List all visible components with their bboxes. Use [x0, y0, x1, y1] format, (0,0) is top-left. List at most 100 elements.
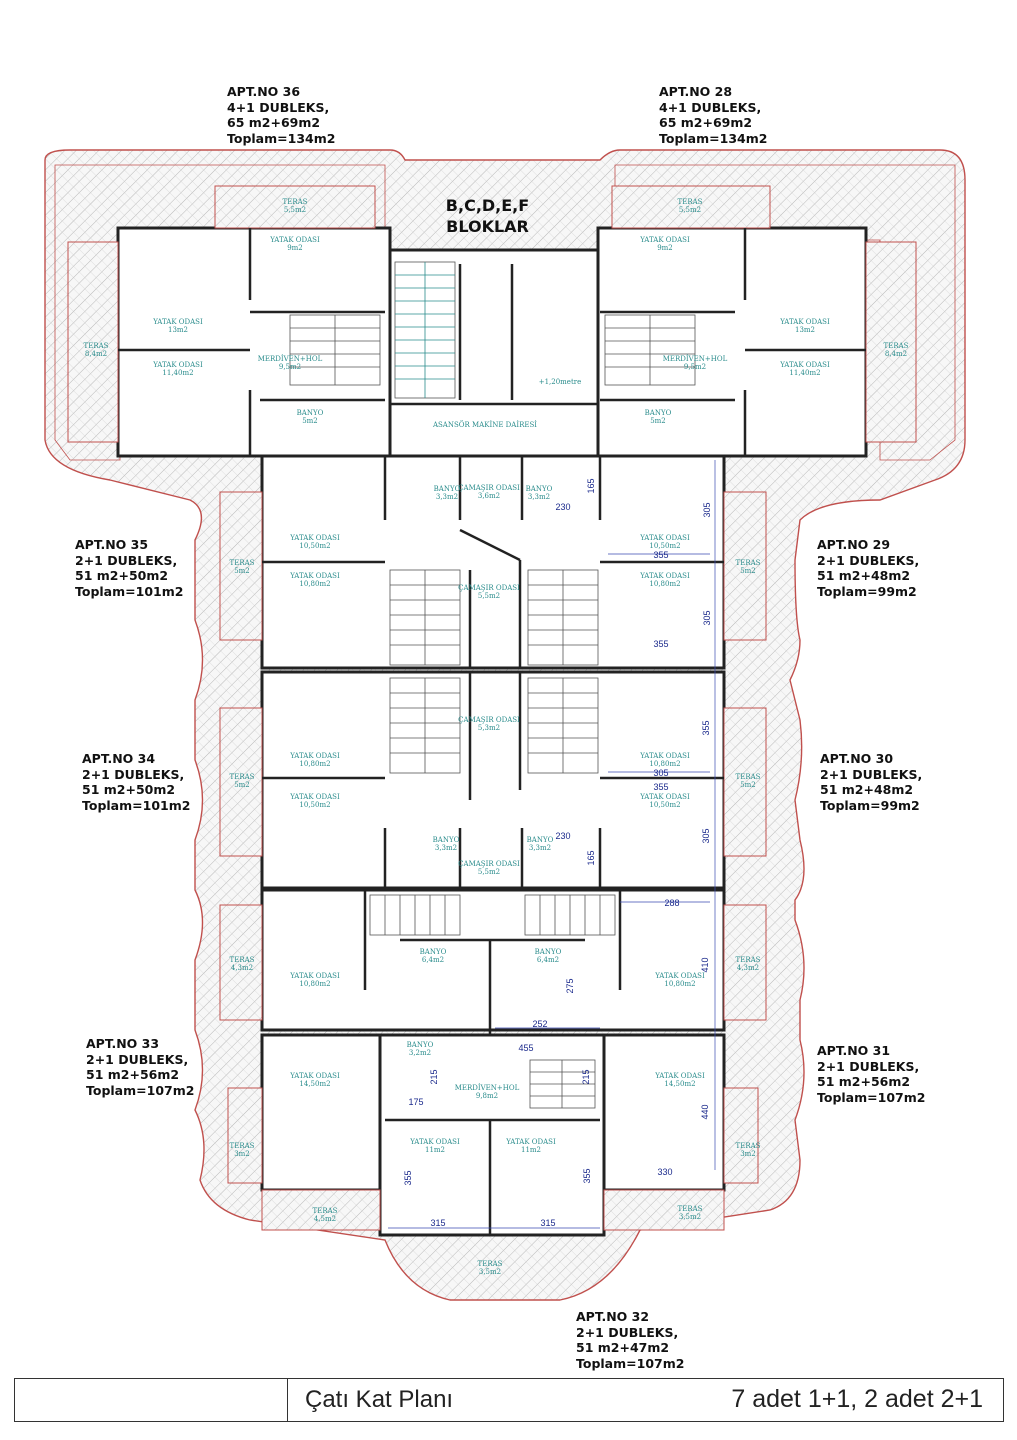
dimension-label: 215: [581, 1069, 591, 1084]
dimension-label: 315: [430, 1218, 445, 1228]
staircases: [289, 261, 696, 1109]
apartment-areas: 65 m2+69m2: [227, 115, 321, 130]
apartment-label-35: APT.NO 35 2+1 DUBLEKS, 51 m2+50m2 Toplam…: [75, 537, 183, 599]
drawing-title: Çatı Kat Planı: [305, 1386, 454, 1413]
apartment-areas: 51 m2+56m2: [817, 1074, 911, 1089]
apartment-areas: 51 m2+47m2: [576, 1340, 670, 1355]
dimension-label: 252: [532, 1019, 547, 1029]
apartment-label-34: APT.NO 34 2+1 DUBLEKS, 51 m2+50m2 Toplam…: [82, 751, 190, 813]
block-title: B,C,D,E,F BLOKLAR: [420, 195, 555, 237]
block-title-line-2: BLOKLAR: [446, 217, 529, 236]
apartment-number: APT.NO 36: [227, 84, 301, 99]
apartment-areas: 51 m2+50m2: [82, 782, 176, 797]
apartment-label-36: APT.NO 36 4+1 DUBLEKS, 65 m2+69m2 Toplam…: [227, 84, 335, 146]
dimension-label: 288: [664, 898, 679, 908]
apartment-type: 2+1 DUBLEKS,: [576, 1324, 679, 1340]
apartment-type: 2+1 DUBLEKS,: [75, 552, 178, 568]
apartment-areas: 51 m2+50m2: [75, 568, 169, 583]
dimension-label: 315: [540, 1218, 555, 1228]
dimension-label: 175: [408, 1097, 423, 1107]
apartment-areas: 51 m2+48m2: [820, 782, 914, 797]
dimension-label: 305: [653, 768, 668, 778]
apartment-total: Toplam=134m2: [659, 130, 768, 146]
apartment-type: 2+1 DUBLEKS,: [817, 552, 920, 568]
apartment-number: APT.NO 33: [86, 1036, 160, 1051]
dimension-label: 230: [555, 831, 570, 841]
unit-summary: 7 adet 1+1, 2 adet 2+1: [731, 1385, 983, 1413]
apartment-total: Toplam=99m2: [817, 583, 917, 599]
apartment-total: Toplam=107m2: [817, 1089, 926, 1105]
apartment-number: APT.NO 28: [659, 84, 733, 99]
apartment-type: 2+1 DUBLEKS,: [86, 1051, 189, 1067]
dimension-label: 355: [403, 1170, 413, 1185]
apartment-total: Toplam=134m2: [227, 130, 336, 146]
apartment-type: 4+1 DUBLEKS,: [659, 99, 762, 115]
apartment-label-33: APT.NO 33 2+1 DUBLEKS, 51 m2+56m2 Toplam…: [86, 1036, 194, 1098]
dimension-label: 410: [700, 957, 710, 972]
room-label: +1,20metre: [539, 378, 582, 386]
block-title-line-1: B,C,D,E,F: [445, 196, 530, 215]
dimension-label: 355: [653, 550, 668, 560]
apartment-label-32: APT.NO 32 2+1 DUBLEKS, 51 m2+47m2 Toplam…: [576, 1309, 684, 1371]
dimension-label: 165: [586, 850, 596, 865]
dimension-label: 355: [701, 720, 711, 735]
terrace-boxes: [67, 185, 917, 1231]
apartment-number: APT.NO 32: [576, 1309, 650, 1324]
dimension-label: 165: [586, 478, 596, 493]
dimension-label: 305: [702, 502, 712, 517]
apartment-type: 2+1 DUBLEKS,: [820, 766, 923, 782]
dimension-label: 305: [701, 828, 711, 843]
apartment-label-30: APT.NO 30 2+1 DUBLEKS, 51 m2+48m2 Toplam…: [820, 751, 922, 813]
title-block: Çatı Kat Planı 7 adet 1+1, 2 adet 2+1: [14, 1378, 1004, 1422]
dimension-label: 230: [555, 502, 570, 512]
apartment-areas: 51 m2+56m2: [86, 1067, 180, 1082]
partition-walls: [118, 228, 866, 1235]
apartment-total: Toplam=107m2: [576, 1355, 685, 1371]
dimension-label: 275: [565, 978, 575, 993]
apartment-total: Toplam=99m2: [820, 797, 920, 813]
dimension-label: 440: [700, 1104, 710, 1119]
apartment-label-28: APT.NO 28 4+1 DUBLEKS, 65 m2+69m2 Toplam…: [659, 84, 767, 146]
dimension-label: 215: [429, 1069, 439, 1084]
apartment-type: 2+1 DUBLEKS,: [82, 766, 185, 782]
dimension-label: 330: [657, 1167, 672, 1177]
apartment-number: APT.NO 29: [817, 537, 891, 552]
